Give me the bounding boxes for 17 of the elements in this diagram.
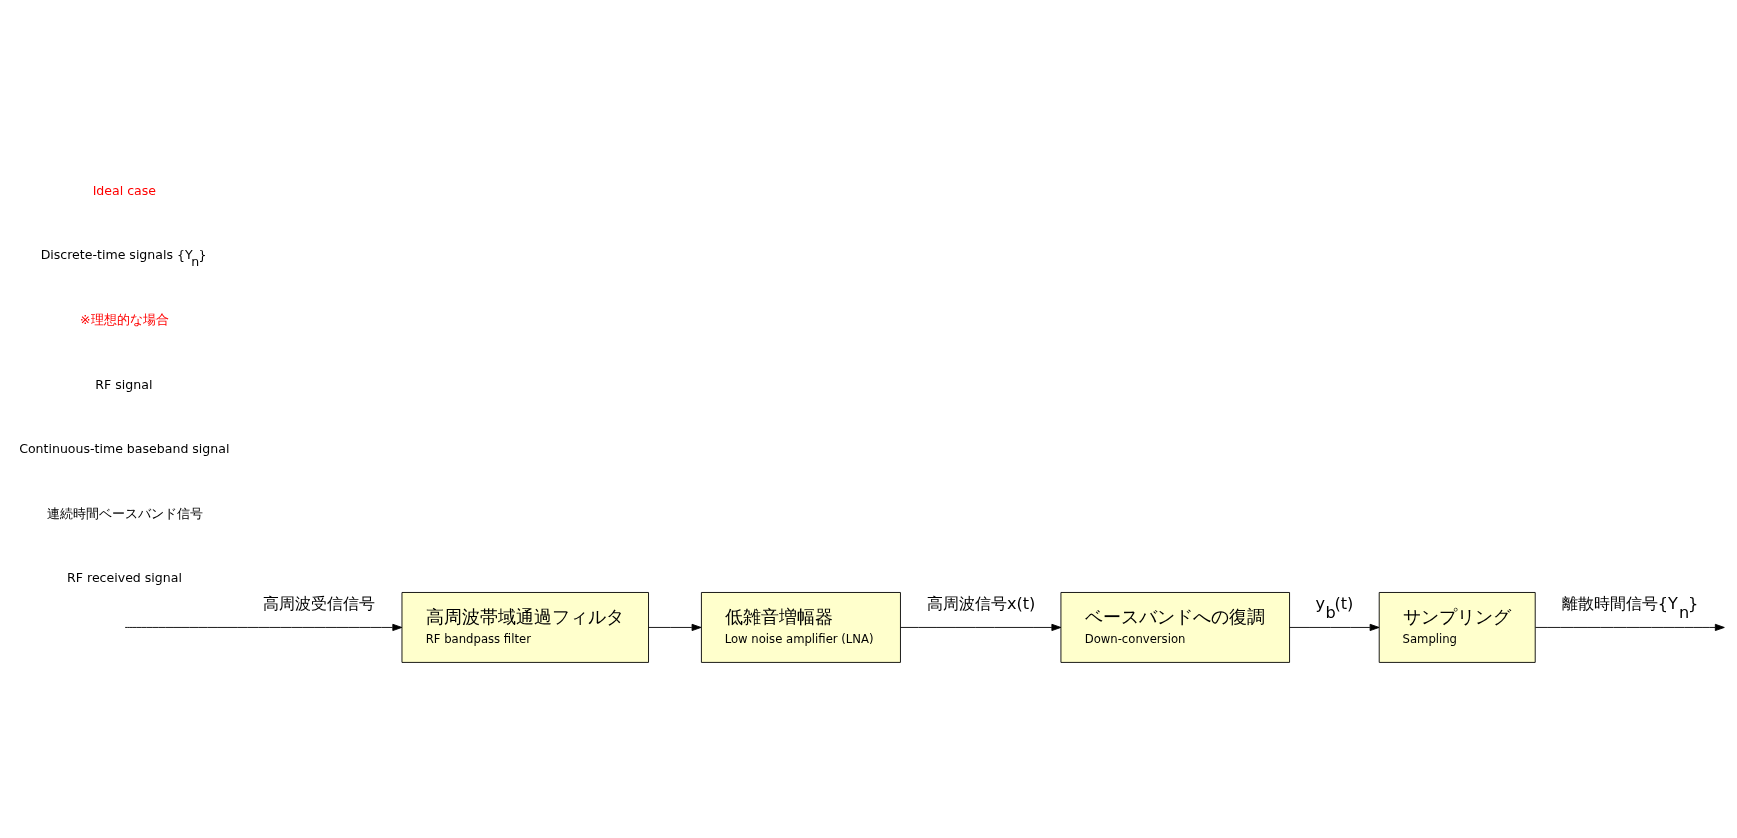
label: Continuous-time baseband signal	[19, 441, 230, 457]
arrow	[900, 623, 1062, 632]
node-box: 低雑音増幅器 Low noise amplifier (LNA)	[700, 592, 901, 663]
edge-label: 高周波信号x(t)	[926, 594, 1036, 614]
edge-label: 高周波受信信号	[262, 594, 375, 614]
arrow	[648, 623, 702, 632]
label: RF signal	[95, 376, 153, 392]
label: 連続時間ベースバンド信号	[46, 505, 203, 521]
node-box: ベースバンドへの復調 Down-conversion	[1060, 592, 1290, 663]
arrow	[1535, 623, 1725, 632]
label: RF received signal	[67, 570, 182, 586]
label: Ideal case	[92, 183, 157, 199]
node-box: サンプリング Sampling	[1378, 592, 1536, 663]
arrow	[1289, 623, 1380, 632]
arrow	[124, 623, 403, 632]
label: ※理想的な場合	[80, 312, 169, 328]
node-box: 高周波帯域通過フィルタ RF bandpass filter	[401, 592, 649, 663]
